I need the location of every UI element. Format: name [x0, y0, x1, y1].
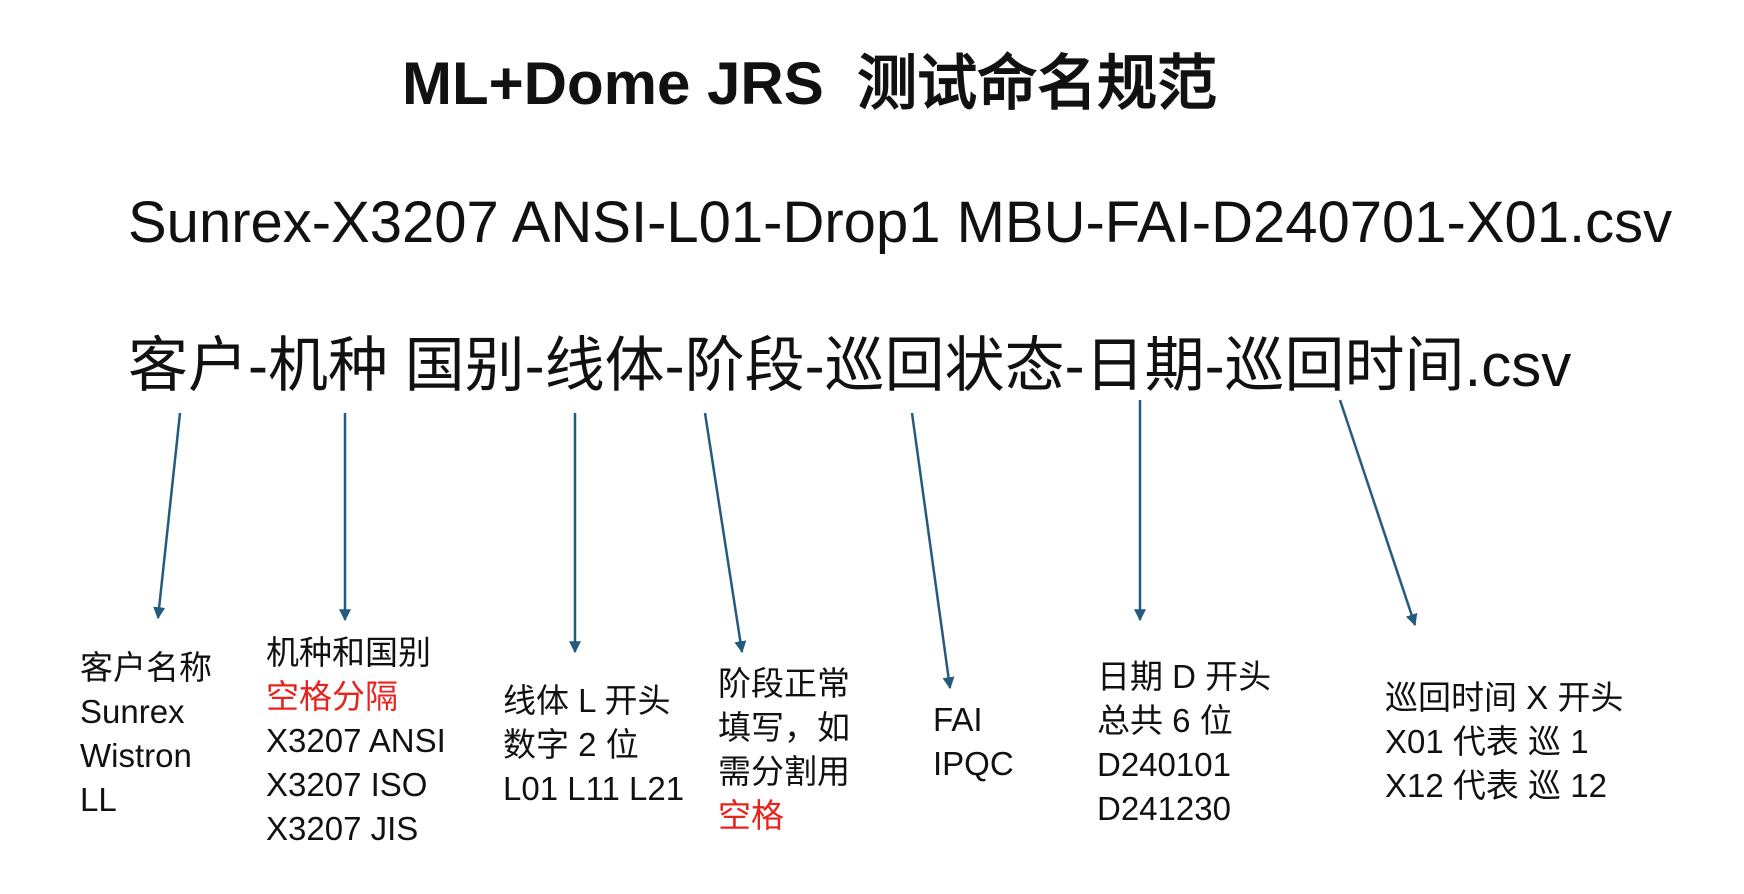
desc-heading: 巡回时间 X 开头 — [1385, 679, 1624, 716]
arrow-patrol-time — [1338, 399, 1418, 627]
desc-customer: 客户名称 Sunrex Wistron LL — [80, 646, 212, 822]
desc-patrol-time: 巡回时间 X 开头 X01 代表 巡 1 X12 代表 巡 12 — [1385, 676, 1623, 808]
page-title: ML+Dome JRS 测试命名规范 — [402, 50, 1218, 117]
desc-heading: 日期 D 开头 — [1097, 658, 1272, 695]
desc-model-region: 机种和国别 空格分隔 X3207 ANSI X3207 ISO X3207 JI… — [266, 631, 446, 851]
desc-heading: 线体 L 开头 — [503, 682, 671, 719]
desc-example: L01 L11 L21 — [503, 770, 685, 807]
desc-example: D241230 — [1097, 790, 1231, 827]
desc-production-line: 线体 L 开头 数字 2 位 L01 L11 L21 — [503, 679, 684, 811]
emphasis-note: 空格 — [718, 797, 784, 834]
emphasis-note: 空格分隔 — [266, 678, 398, 715]
desc-heading: 机种和国别 — [266, 634, 431, 671]
desc-example: Sunrex — [80, 693, 185, 730]
desc-example: X3207 ISO — [266, 766, 428, 803]
desc-rule: 填写，如 — [718, 709, 850, 746]
desc-example: X12 代表 巡 12 — [1385, 767, 1607, 804]
desc-date: 日期 D 开头 总共 6 位 D240101 D241230 — [1097, 655, 1271, 831]
desc-rule: 数字 2 位 — [503, 726, 639, 763]
naming-pattern: 客户-机种 国别-线体-阶段-巡回状态-日期-巡回时间.csv — [128, 332, 1572, 399]
desc-rule: 需分割用 — [718, 753, 850, 790]
arrow-customer — [153, 412, 182, 620]
desc-example: D240101 — [1097, 746, 1231, 783]
desc-example: X3207 JIS — [266, 810, 419, 847]
desc-patrol-status: FAI IPQC — [933, 698, 1014, 786]
desc-example: LL — [80, 781, 117, 818]
desc-rule: 总共 6 位 — [1097, 702, 1233, 739]
desc-heading: 阶段正常 — [718, 665, 850, 702]
desc-stage: 阶段正常 填写，如 需分割用 空格 — [718, 662, 850, 838]
desc-example: X3207 ANSI — [266, 722, 446, 759]
example-filename: Sunrex-X3207 ANSI-L01-Drop1 MBU-FAI-D240… — [128, 190, 1673, 255]
desc-example: FAI — [933, 701, 983, 738]
desc-example: IPQC — [933, 745, 1014, 782]
arrow-stage — [703, 412, 747, 654]
desc-example: X01 代表 巡 1 — [1385, 723, 1589, 760]
arrow-patrol-status — [910, 412, 955, 690]
desc-example: Wistron — [80, 737, 192, 774]
desc-heading: 客户名称 — [80, 649, 212, 686]
